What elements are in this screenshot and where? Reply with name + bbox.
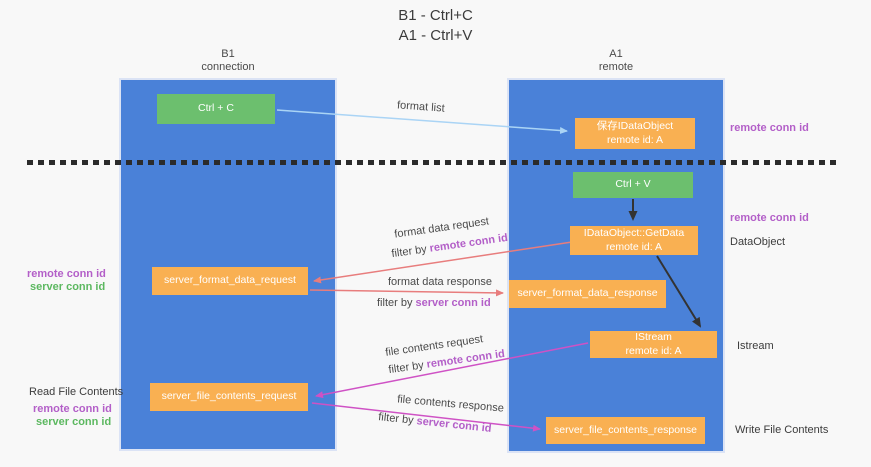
title-line-1: B1 - Ctrl+C (398, 7, 473, 24)
server-conn-id-key: server conn id (415, 297, 491, 309)
server-format-data-request-label: server_format_data_request (164, 274, 296, 287)
filter-prefix: filter by (377, 297, 413, 309)
istream-box: IStream remote id: A (590, 331, 717, 358)
left-bottom-remote-conn-id-label: remote conn id (33, 403, 112, 415)
read-file-contents-label: Read File Contents (29, 386, 124, 398)
format-data-response-label: format data response (388, 276, 492, 288)
server-format-data-response-box: server_format_data_response (509, 280, 666, 308)
file-contents-response-label: file contents response (396, 393, 505, 415)
column-header-b1-name: B1 (221, 48, 235, 60)
write-file-contents-label: Write File Contents (735, 424, 829, 436)
dashed-separator-line (27, 160, 838, 165)
left-mid-remote-conn-id-label: remote conn id (27, 268, 106, 280)
save-idataobject-line2: remote id: A (606, 133, 664, 146)
title-line-2: A1 - Ctrl+V (398, 27, 473, 44)
istream-line1: IStream (635, 330, 672, 343)
filter-prefix: filter by (390, 243, 428, 261)
remote-conn-id-key: remote conn id (428, 231, 509, 255)
column-header-a1-name: A1 (609, 48, 623, 60)
filter-prefix: filter by (387, 359, 425, 377)
column-header-a1: A1 remote (556, 48, 676, 74)
ctrl-v-box: Ctrl + V (573, 172, 693, 198)
column-header-b1: B1 connection (168, 48, 288, 74)
format-data-response-arrow (309, 289, 504, 297)
right-mid-remote-conn-id-label: remote conn id (730, 212, 809, 224)
right-top-remote-conn-id-label: remote conn id (730, 122, 809, 134)
server-file-contents-request-box: server_file_contents_request (150, 383, 308, 411)
ctrl-v-label: Ctrl + V (615, 178, 651, 191)
server-conn-id-key: server conn id (415, 415, 492, 435)
left-bottom-server-conn-id-label: server conn id (36, 416, 112, 428)
left-mid-server-conn-id-label: server conn id (30, 281, 106, 293)
server-file-contents-response-box: server_file_contents_response (546, 417, 705, 444)
ctrl-c-box: Ctrl + C (157, 94, 275, 124)
format-list-label: format list (396, 99, 446, 115)
server-file-contents-response-label: server_file_contents_response (553, 423, 697, 436)
istream-side-label: Istream (737, 340, 774, 352)
column-header-a1-role: remote (598, 61, 634, 73)
column-header-b1-role: connection (201, 61, 255, 73)
ctrl-c-label: Ctrl + C (198, 102, 234, 115)
istream-line2: remote id: A (625, 344, 682, 357)
idataobject-getdata-line1: IDataObject::GetData (583, 226, 685, 239)
diagram-title: B1 - Ctrl+C A1 - Ctrl+V (0, 6, 871, 46)
dataobject-label: DataObject (730, 236, 786, 248)
idataobject-getdata-box: IDataObject::GetData remote id: A (570, 226, 698, 255)
save-idataobject-line1: 保存IDataObject (596, 119, 674, 132)
server-format-data-request-box: server_format_data_request (152, 267, 308, 295)
filter-prefix: filter by (377, 411, 415, 427)
server-file-contents-request-label: server_file_contents_request (161, 390, 297, 403)
server-format-data-response-label: server_format_data_response (517, 287, 658, 300)
save-idataobject-box: 保存IDataObject remote id: A (575, 118, 695, 149)
idataobject-getdata-line2: remote id: A (605, 240, 663, 253)
